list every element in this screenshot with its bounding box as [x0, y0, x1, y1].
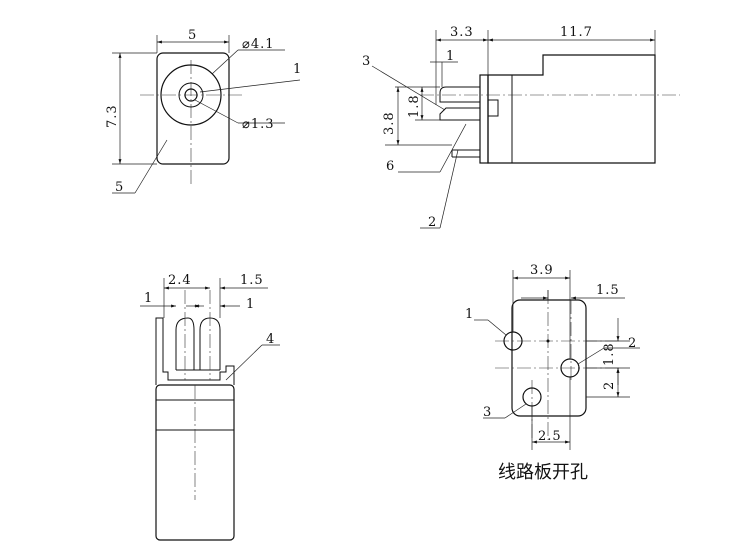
pcb-footprint-outline — [511, 299, 587, 417]
dim-inner-dia-text: ⌀1.3 — [242, 117, 275, 132]
dim-3-9-text: 3.9 — [530, 263, 554, 278]
callout-1: 1 — [293, 62, 302, 77]
bottom-right-view: 3.9 1.5 1.8 2 2.5 1 2 3 线路板开孔 — [465, 263, 640, 483]
dim-1-8-text: 1.8 — [407, 94, 422, 118]
callout-1: 1 — [465, 307, 474, 322]
dim-1-5-text: 1.5 — [596, 283, 620, 298]
dim-1-text: 1 — [446, 49, 455, 64]
dim-3-3-text: 3.3 — [450, 25, 474, 40]
side-body-outline — [487, 54, 656, 164]
top-right-view: 3.3 11.7 1 1.8 3.8 3 6 2 — [362, 25, 680, 230]
dim-outer-dia-text: ⌀4.1 — [242, 37, 275, 52]
callout-6: 6 — [386, 159, 395, 174]
dim-2-5-text: 2.5 — [538, 429, 562, 444]
dim-height-text: 7.3 — [105, 104, 120, 128]
dim-1-8-text: 1.8 — [602, 342, 617, 366]
dim-3-8-text: 3.8 — [382, 111, 397, 135]
front-face-outline — [156, 52, 230, 165]
callout-2: 2 — [628, 336, 637, 351]
callout-2: 2 — [428, 215, 437, 230]
inner-hole-circle — [184, 88, 198, 102]
middle-hole-circle — [178, 82, 204, 108]
dim-11-7-text: 11.7 — [560, 25, 593, 40]
callout-4: 4 — [266, 332, 275, 347]
bottom-left-view: 2.4 1.5 1 1 4 — [140, 273, 280, 541]
dim-2-4-text: 2.4 — [168, 273, 192, 288]
dim-1-left-text: 1 — [144, 291, 153, 306]
dim-1-right-text: 1 — [246, 297, 255, 312]
dim-2-text: 2 — [602, 381, 617, 390]
dim-width-text: 5 — [188, 28, 197, 43]
dim-1-5-text: 1.5 — [240, 273, 264, 288]
callout-3: 3 — [362, 54, 371, 69]
callout-5: 5 — [115, 180, 124, 195]
pcb-caption: 线路板开孔 — [498, 462, 588, 483]
top-left-view: 5 7.3 ⌀4.1 ⌀1.3 1 5 — [105, 28, 302, 195]
callout-3: 3 — [483, 405, 492, 420]
outer-hole-circle — [160, 64, 222, 126]
